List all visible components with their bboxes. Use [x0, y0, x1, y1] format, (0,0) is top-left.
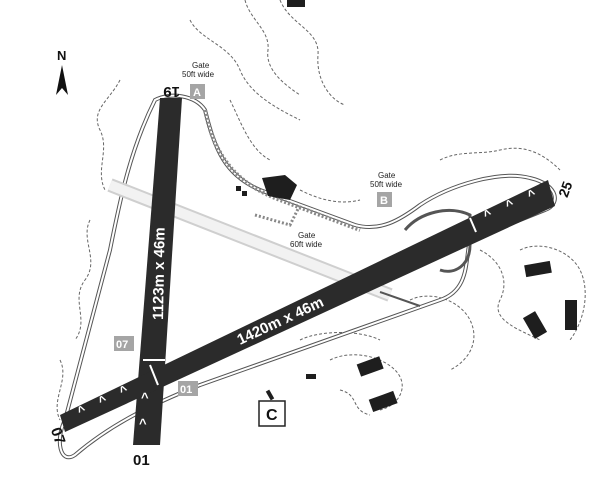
runway-01-19-dimensions: 1123m x 46m: [150, 227, 169, 320]
gate-b-title: Gate: [378, 171, 396, 180]
runway-label-01: 01: [133, 452, 150, 469]
marker-01: 01: [178, 381, 198, 396]
north-arrow-icon: [56, 65, 68, 95]
north-arrow: N: [56, 48, 68, 95]
runway-07-25: [60, 180, 555, 432]
marker-07-label: 07: [116, 339, 128, 351]
gate-60ft: Gate 60ft wide: [290, 231, 323, 249]
marker-07: 07: [114, 336, 134, 351]
gate-60ft-width: 60ft wide: [290, 240, 323, 249]
gate-b-tag: [377, 192, 392, 207]
runway-01-chevrons: ^ ^: [139, 390, 149, 431]
chevron-icon: ^: [141, 390, 149, 405]
hatched-taxiway: [203, 109, 361, 232]
marker-01-label: 01: [180, 384, 192, 396]
gate-a-tag-label: A: [193, 87, 201, 99]
marker-c: C: [258, 400, 286, 427]
gate-a-title: Gate: [192, 61, 210, 70]
gate-b: Gate 50ft wide B: [370, 171, 403, 207]
buildings: [236, 0, 577, 413]
runway-07-25-dimensions: 1420m x 46m: [235, 294, 327, 349]
marker-c-label: C: [266, 407, 278, 424]
gate-b-tag-label: B: [380, 195, 388, 207]
gate-a-tag: [190, 84, 205, 99]
chevron-icon: ^: [139, 416, 147, 431]
north-label: N: [57, 48, 66, 63]
gate-60ft-title: Gate: [298, 231, 316, 240]
runway-label-07: 07: [47, 425, 69, 446]
vegetation-outlines: [56, 0, 586, 421]
runway-label-25: 25: [555, 179, 575, 199]
gate-b-width: 50ft wide: [370, 180, 403, 189]
gate-a: Gate 50ft wide A: [182, 61, 215, 99]
runway-label-19: 19: [163, 83, 180, 100]
gate-a-width: 50ft wide: [182, 70, 215, 79]
runway-01-19: [133, 98, 182, 445]
east-loop: [403, 208, 472, 273]
